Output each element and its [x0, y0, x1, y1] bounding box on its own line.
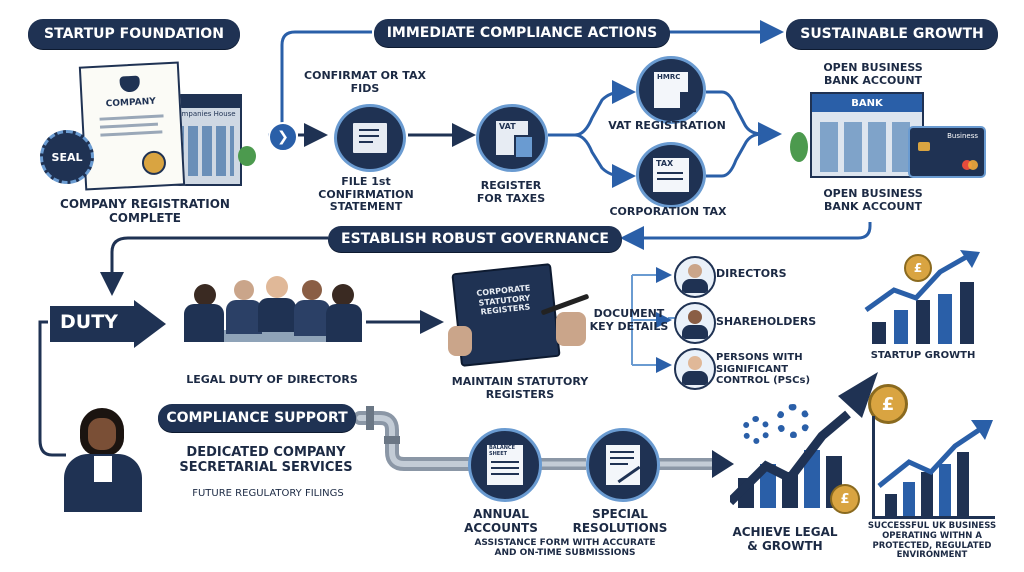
- bank-building-image: BANK: [810, 92, 924, 178]
- directors-avatar: [674, 256, 716, 298]
- dedicated-services-label: DEDICATED COMPANY SECRETARIAL SERVICES: [179, 445, 353, 475]
- document-details-label: DOCUMENT KEY DETAILS: [589, 307, 669, 333]
- pound-coin-small-icon: £: [830, 484, 860, 514]
- pound-symbol-large: £: [881, 393, 895, 415]
- secretary-person-image: [58, 408, 148, 512]
- registration-illustration: Companies House COMPANY SEAL: [40, 61, 262, 194]
- corporation-tax-circle: TAX: [636, 142, 706, 208]
- assistance-label: ASSISTANCE FORM WITH ACCURATE AND ON-TIM…: [474, 538, 656, 559]
- directors-meeting-image: [176, 272, 366, 364]
- tax-doc-text: TAX: [656, 159, 674, 168]
- hmrc-text: HMRC: [657, 73, 681, 81]
- uk-business-chart: [872, 416, 995, 519]
- header-compliance-support: COMPLIANCE SUPPORT: [158, 404, 356, 432]
- card-text: Business: [947, 132, 978, 140]
- shareholders-avatar: [674, 302, 716, 344]
- header-sustainable-growth: SUSTAINABLE GROWTH: [786, 19, 998, 49]
- special-resolutions-label: SPECIAL RESOLUTIONS: [572, 507, 668, 535]
- register-taxes-circle: VAT: [476, 104, 548, 172]
- pound-coin-large-icon: £: [868, 384, 908, 424]
- bank-illustration: BANK Business: [790, 92, 986, 182]
- calculator-icon: [514, 135, 534, 159]
- maintain-registers-label: MAINTAIN STATUTORY REGISTERS: [451, 375, 589, 401]
- shareholders-label: SHAREHOLDERS: [716, 315, 817, 328]
- bank-sign: BANK: [851, 97, 883, 109]
- gold-medal-icon: [141, 150, 167, 176]
- header-establish-governance: ESTABLISH ROBUST GOVERNANCE: [328, 226, 622, 252]
- achieve-label: ACHIEVE LEGAL & GROWTH: [732, 525, 838, 553]
- gear-icon-2: [776, 404, 810, 438]
- duty-arrow: DUTY: [50, 300, 166, 348]
- gear-icon-1: [742, 416, 770, 444]
- company-registration-label: COMPANY REGISTRATION COMPLETE: [60, 197, 230, 225]
- building-sign: Companies House: [172, 110, 236, 118]
- annual-accounts-circle: BALANCE SHEET: [468, 428, 542, 502]
- bank-account-label-top: OPEN BUSINESS BANK ACCOUNT: [823, 61, 923, 87]
- confirmation-tax-label: CONFIRMAT OR TAX FIDS: [304, 69, 426, 95]
- startup-growth-chart: £: [858, 250, 988, 346]
- legal-duty-label: LEGAL DUTY OF DIRECTORS: [186, 373, 358, 386]
- certificate-title: COMPANY: [105, 96, 157, 110]
- directors-label: DIRECTORS: [716, 267, 787, 280]
- successful-business-label: SUCCESSFUL UK BUSINESS OPERATING WITHN A…: [867, 521, 997, 561]
- vat-registration-label: VAT REGISTRATION: [608, 119, 726, 132]
- certificate-image: COMPANY: [78, 61, 186, 191]
- pound-symbol: £: [913, 261, 923, 275]
- annual-accounts-label: ANNUAL ACCOUNTS: [464, 507, 538, 535]
- pound-symbol-small: £: [840, 491, 850, 507]
- crest-icon: [119, 75, 141, 93]
- tax-document-icon: VAT: [494, 119, 534, 159]
- file-statement-label: FILE 1st CONFIRMATION STATEMENT: [318, 175, 414, 214]
- next-step-icon: ❯: [268, 122, 298, 152]
- special-resolutions-circle: [586, 428, 660, 502]
- file-statement-circle: [334, 104, 406, 172]
- register-taxes-label: REGISTER FOR TAXES: [476, 179, 546, 205]
- vat-doc-text: VAT: [499, 122, 516, 131]
- tree-image-bank: [790, 132, 808, 162]
- balance-sheet-icon: BALANCE SHEET: [485, 443, 525, 487]
- credit-card-image: Business: [908, 126, 986, 178]
- folder-icon: [351, 121, 389, 155]
- legal-growth-chart: £ £: [726, 366, 908, 516]
- duty-text: DUTY: [60, 311, 118, 333]
- book-title: CORPORATE STATUTORY REGISTERS: [476, 283, 531, 317]
- resolution-document-icon: [604, 443, 642, 487]
- psc-avatar: [674, 348, 716, 390]
- seal-icon: SEAL: [40, 130, 94, 184]
- vat-circle: HMRC: [636, 56, 706, 124]
- pound-coin-icon: £: [904, 254, 932, 282]
- psc-label: PERSONS WITH SIGNIFICANT CONTROL (PSCs): [716, 352, 811, 386]
- hmrc-form-icon: HMRC: [652, 70, 696, 112]
- signature-pen-icon: [617, 465, 641, 484]
- future-filings-label: FUTURE REGULATORY FILINGS: [192, 488, 344, 499]
- tax-form-icon: TAX: [651, 156, 691, 194]
- header-startup-foundation: STARTUP FOUNDATION: [28, 19, 240, 49]
- statutory-book-image: CORPORATE STATUTORY REGISTERS: [448, 262, 596, 367]
- startup-growth-label: STARTUP GROWTH: [870, 350, 976, 361]
- bank-account-label-bottom: OPEN BUSINESS BANK ACCOUNT: [823, 187, 923, 213]
- header-immediate-compliance: IMMEDIATE COMPLIANCE ACTIONS: [374, 19, 670, 47]
- balance-sheet-text: BALANCE SHEET: [489, 445, 516, 457]
- seal-text: SEAL: [51, 150, 83, 164]
- corporation-tax-label: CORPORATION TAX: [609, 205, 727, 218]
- tree-image: [238, 146, 256, 166]
